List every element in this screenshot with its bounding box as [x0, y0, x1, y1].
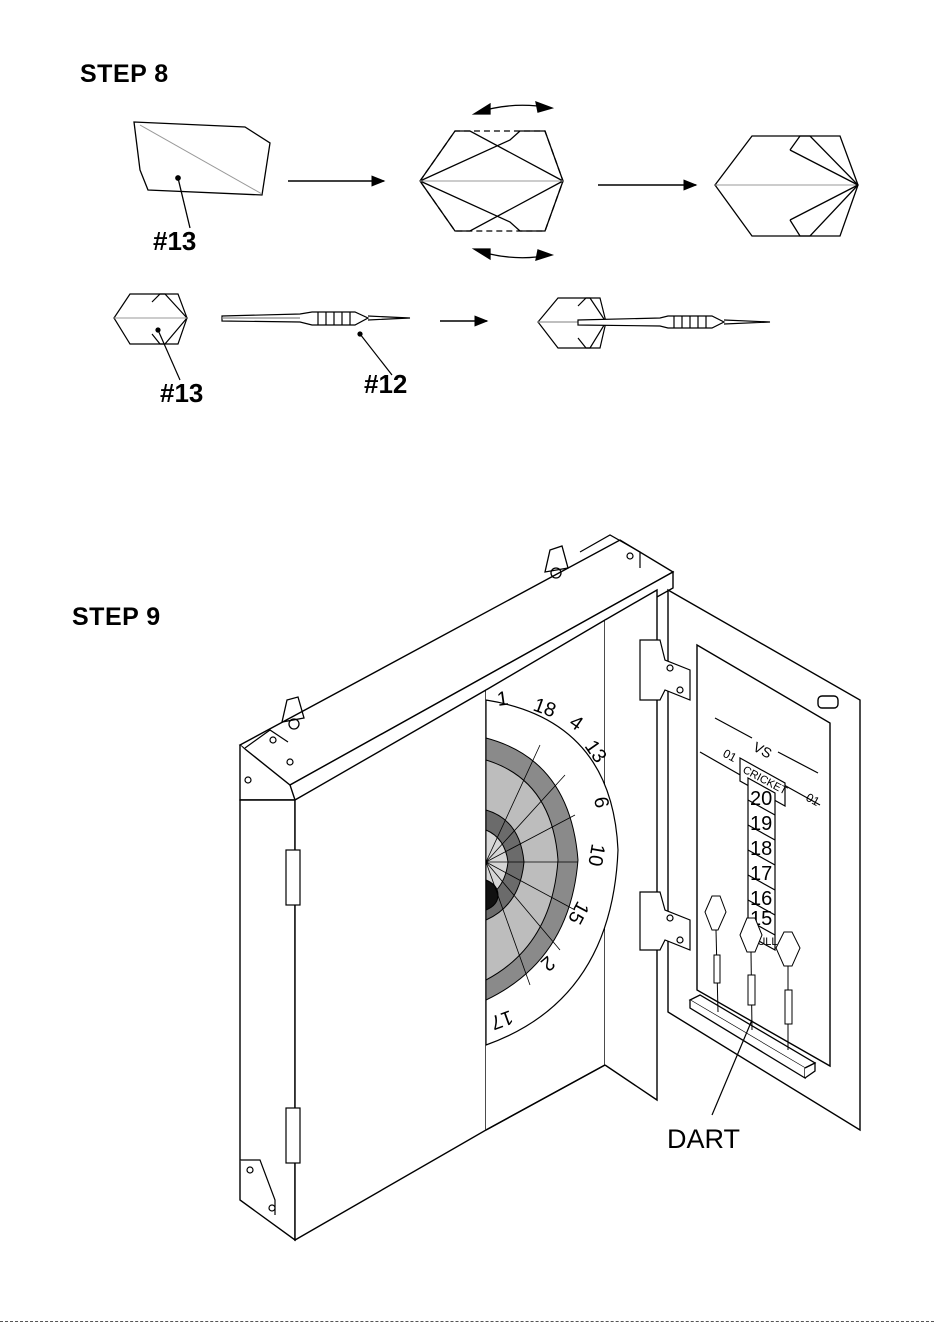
- dart-part-label-12: #12: [364, 369, 407, 399]
- dart-body-illustration: [222, 312, 410, 375]
- step-9-cabinet-diagram: 1 18 4 13 6 10 15 2 17: [0, 520, 934, 1320]
- scoreboard-number-17: 17: [750, 863, 772, 885]
- dart-callout-label: DART: [667, 1124, 740, 1154]
- small-flight-illustration: [114, 294, 187, 380]
- scoreboard-number-19: 19: [750, 813, 772, 835]
- flight-part-label-13: #13: [153, 226, 196, 256]
- board-number-10: 10: [583, 842, 609, 868]
- assembled-dart-illustration: [538, 298, 770, 348]
- rotate-arrow-top-icon: [474, 102, 552, 114]
- bottom-dashed-rule: [0, 1321, 934, 1322]
- scoreboard-number-16: 16: [750, 888, 772, 910]
- flat-flight-illustration: [134, 122, 270, 228]
- scoreboard-number-20: 20: [750, 788, 772, 810]
- rotate-arrow-bottom-icon: [474, 249, 552, 260]
- step-8-diagram: #13: [0, 0, 934, 440]
- scoreboard-number-18: 18: [750, 838, 772, 860]
- small-flight-part-label-13: #13: [160, 378, 203, 408]
- assembled-flight-illustration: [715, 136, 858, 236]
- folding-flight-illustration: [420, 131, 563, 231]
